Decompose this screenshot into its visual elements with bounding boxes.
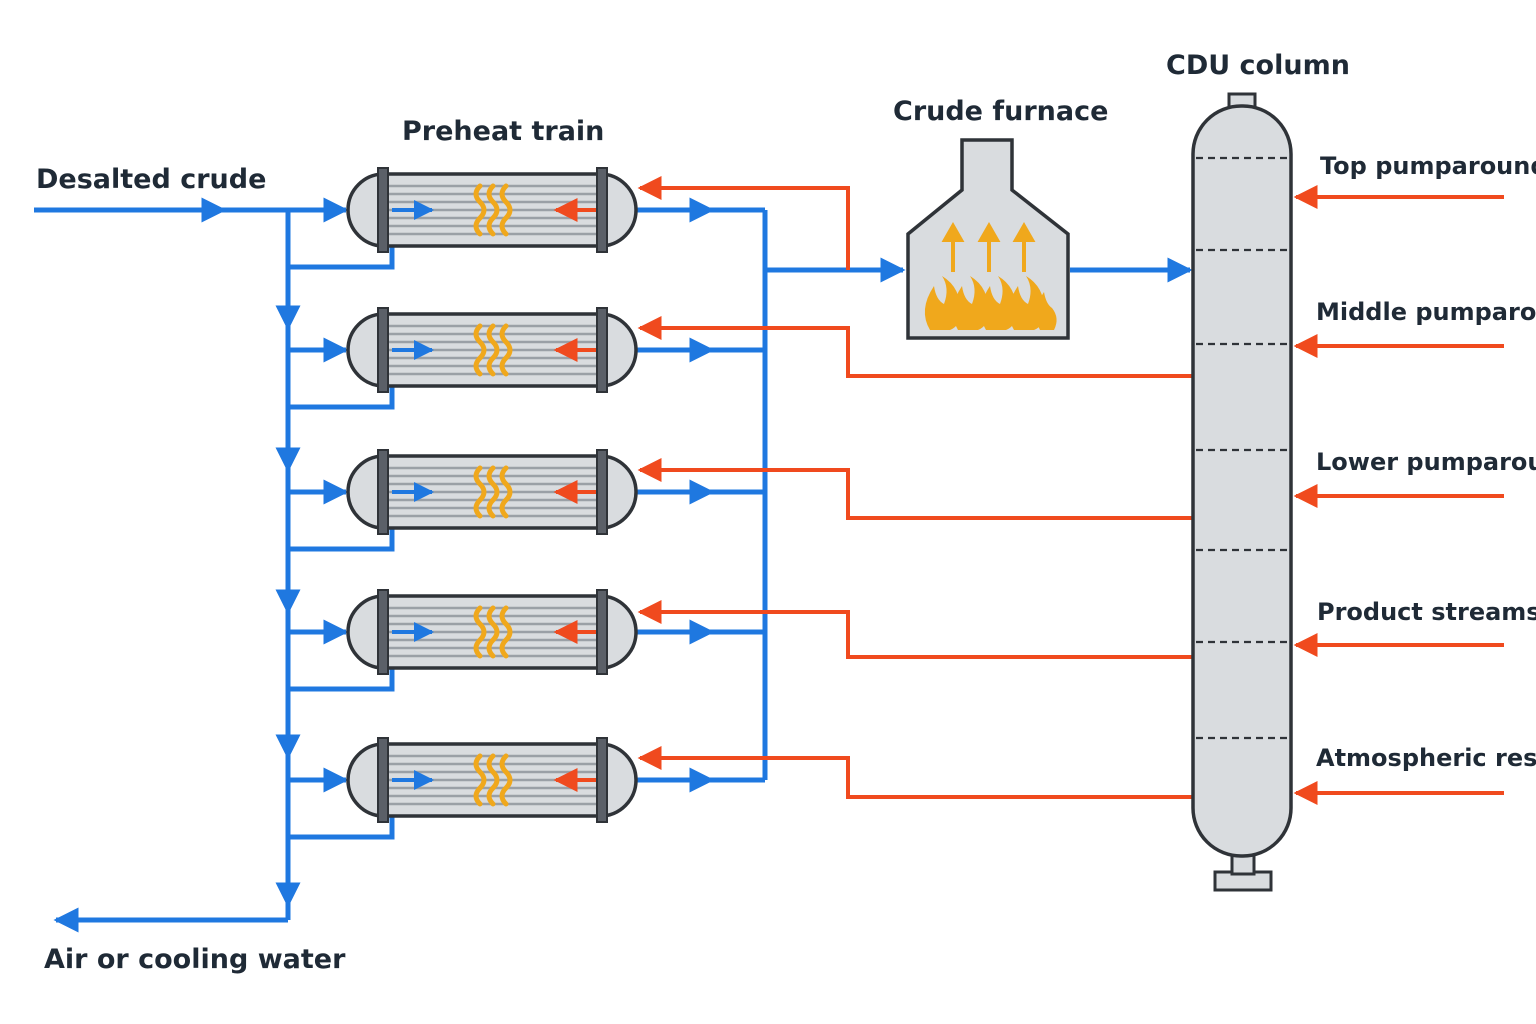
atmospheric-residue-label: Atmospheric residue	[1316, 744, 1536, 772]
heat-wave-icon	[473, 753, 513, 807]
crude-furnace-label: Crude furnace	[893, 96, 1108, 127]
lower-pumparound-label: Lower pumparound	[1316, 448, 1536, 476]
heat-rise-arrows	[941, 221, 1036, 272]
cold-crude-piping	[34, 197, 1193, 933]
heat-wave-icon	[473, 183, 513, 237]
heat-wave-icon	[473, 323, 513, 377]
heat-wave-icon	[473, 465, 513, 519]
top-pumparound-label: Top pumparound	[1320, 152, 1536, 180]
crude-furnace	[906, 138, 1070, 340]
flame-icon	[924, 276, 1057, 330]
preheat-train-label: Preheat train	[402, 116, 604, 147]
desalted-crude-label: Desalted crude	[36, 164, 266, 195]
heat-exchanger-2	[288, 307, 765, 410]
cdu-column	[1191, 92, 1293, 892]
preheat-train-exchangers	[288, 167, 765, 840]
product-streams-label: Product streams	[1317, 598, 1536, 626]
air-cooling-label: Air or cooling water	[44, 944, 346, 975]
column-trays	[1196, 156, 1288, 740]
heat-wave-icon	[473, 605, 513, 659]
heat-exchanger-1	[288, 167, 765, 270]
heat-exchanger-3	[288, 449, 765, 552]
cdu-column-label: CDU column	[1166, 50, 1350, 81]
heat-exchanger-4	[288, 589, 765, 692]
middle-pumparound-label: Middle pumparound	[1316, 298, 1536, 326]
heat-exchanger-5	[288, 737, 765, 840]
hot-stream-piping	[637, 176, 1504, 805]
